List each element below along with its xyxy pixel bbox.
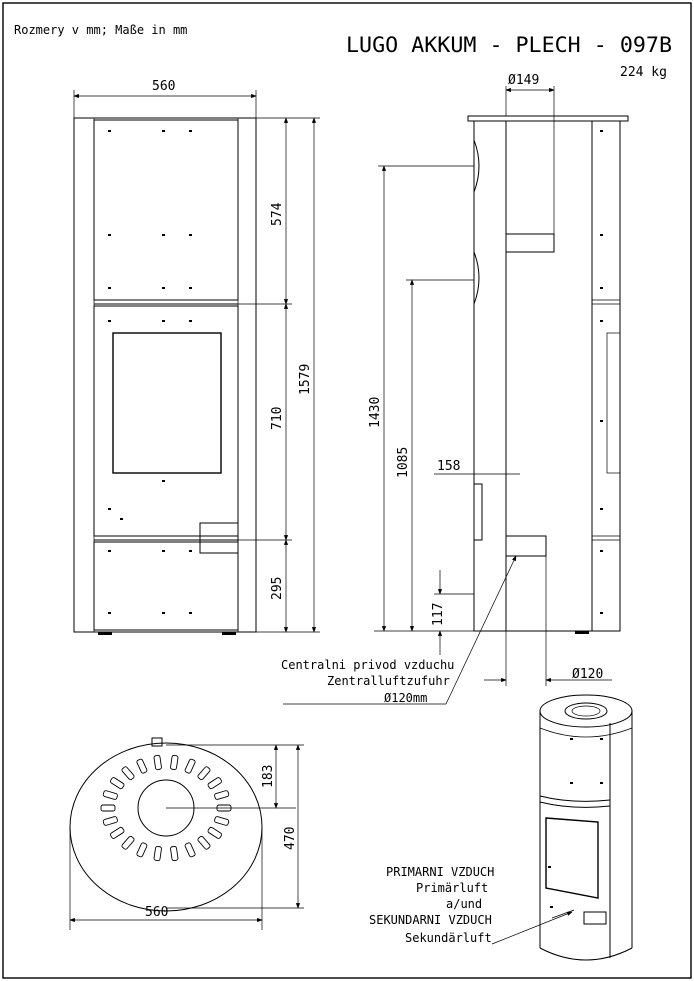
air-slot (102, 790, 118, 800)
air-slot (121, 766, 135, 781)
top-air-slots (100, 754, 232, 862)
top-outer-ellipse (69, 742, 263, 912)
front-mid-panel (93, 305, 239, 537)
weight-label: 224 kg (620, 65, 667, 80)
front-outer-body (73, 117, 257, 633)
front-height-574: 574 (270, 202, 285, 226)
air-slot (214, 790, 230, 800)
primary-air-label-2: Primärluft (416, 881, 488, 895)
drawing-title: LUGO AKKUM - PLECH - 097B (346, 33, 672, 57)
air-slot (153, 845, 162, 862)
side-body (473, 120, 621, 632)
side-height-1085: 1085 (396, 447, 411, 478)
side-top-plate (467, 115, 629, 122)
air-slot (184, 758, 196, 774)
air-slot (121, 835, 135, 850)
top-depth-470: 470 (283, 827, 298, 850)
top-depth-183: 183 (261, 765, 276, 788)
air-slot (110, 826, 125, 839)
iso-view (491, 694, 633, 961)
secondary-air-label-1: SEKUNDARNI VZDUCH (369, 913, 492, 927)
iso-top-ellipse (539, 694, 633, 728)
side-height-1430: 1430 (368, 397, 383, 428)
front-height-710: 710 (270, 407, 285, 430)
front-glass-door (112, 332, 222, 474)
front-height-1579: 1579 (298, 364, 313, 395)
units-note: Rozmery v mm; Maße in mm (14, 23, 187, 37)
primary-air-label-1: PRIMARNI VZDUCH (386, 865, 494, 879)
central-air-label-1: Centralni privod vzduchu (281, 658, 454, 672)
front-bottom-panel (93, 541, 239, 631)
air-slot (100, 804, 116, 812)
side-flue-diameter: Ø149 (508, 73, 539, 88)
air-slot (153, 754, 162, 771)
air-slot (110, 777, 125, 790)
front-top-panel (93, 119, 239, 301)
front-door-handle (199, 522, 239, 554)
air-slot (207, 826, 222, 839)
air-slot (184, 842, 196, 858)
side-flue-duct (505, 233, 555, 253)
side-air-diameter: Ø120 (572, 667, 603, 682)
air-slot (170, 754, 179, 771)
side-air-inlet (505, 535, 547, 557)
air-slot (207, 777, 222, 790)
air-slot (170, 845, 179, 862)
iso-glass-door (545, 817, 599, 899)
front-view: 560 574 710 295 1579 (73, 79, 320, 635)
central-air-label-3: Ø120mm (384, 691, 427, 705)
central-air-label-2: Zentralluftzufuhr (327, 674, 450, 688)
side-view: Ø149 1430 1085 117 158 Ø120 (283, 73, 629, 705)
air-slot (197, 766, 211, 781)
secondary-air-label-2: Sekundärluft (405, 931, 492, 945)
air-slot (136, 758, 148, 774)
air-slot (216, 804, 232, 812)
side-height-117: 117 (431, 603, 446, 626)
air-slot (102, 816, 118, 826)
air-callout: PRIMARNI VZDUCH Primärluft a/und SEKUNDA… (369, 865, 494, 945)
central-air-callout: Centralni privod vzduchu Zentralluftzufu… (281, 658, 454, 705)
front-width-label: 560 (152, 79, 175, 94)
top-width-560: 560 (145, 905, 168, 920)
top-view: 183 470 560 (69, 737, 304, 930)
front-height-295: 295 (270, 577, 285, 600)
air-slot (197, 835, 211, 850)
air-slot (214, 816, 230, 826)
primary-air-label-3: a/und (446, 897, 482, 911)
air-slot (136, 842, 148, 858)
side-offset-158: 158 (437, 459, 460, 474)
